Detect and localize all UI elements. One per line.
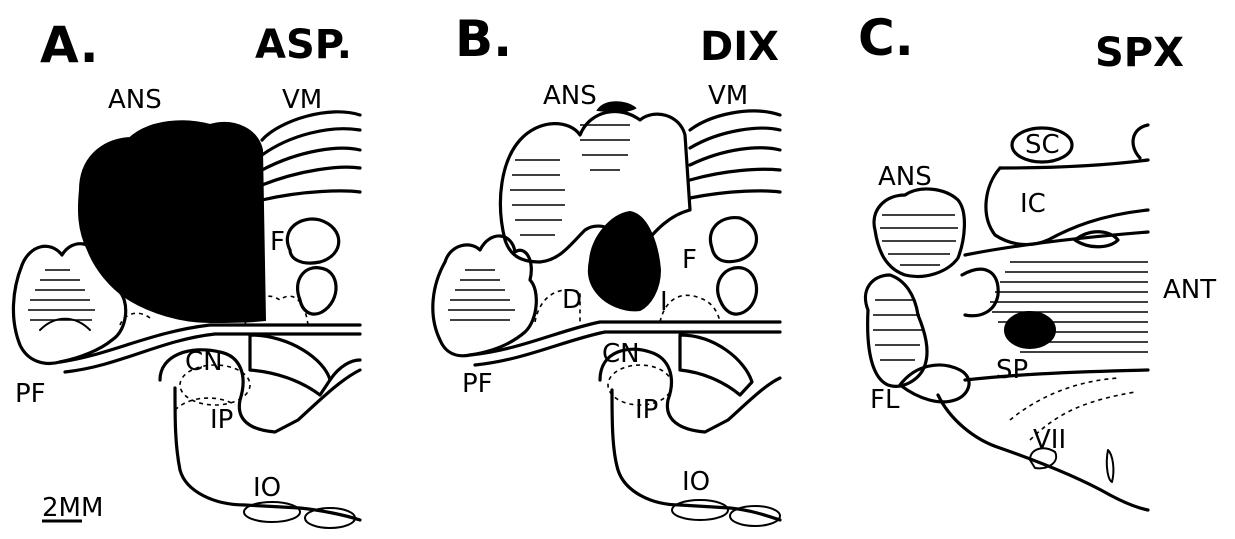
panel-b-label-ip: IP [635,395,658,425]
scale-bar: 2MM [42,493,103,523]
panel-a-lesion [79,121,265,322]
panel-c-fl-folia [865,275,969,402]
panel-b-letter: B. [455,10,512,68]
panel-c-label-fl: FL [870,385,900,415]
panel-a-letter: A. [40,16,99,74]
panel-a-title: ASP. [255,22,352,68]
panel-c-ant-band [962,232,1148,380]
panel-b-label-ans: ANS [543,81,597,111]
panel-c-lesion [1005,312,1055,348]
panel-c-title: SPX [1095,30,1184,76]
panel-b-label-d: D [562,285,582,315]
panel-c-label-ic: IC [1020,189,1046,219]
panel-b-label-vm: VM [708,81,748,111]
panel-a-vermis [250,112,360,395]
panel-b-io-left [672,500,728,520]
panel-b-label-f: F [682,245,697,275]
panel-a-label-pf: PF [15,379,46,409]
panel-c-label-sp: SP [996,355,1028,385]
panel-b-i-region [660,295,720,322]
panel-b-label-i: I [660,287,668,317]
panel-b-label-io: IO [682,467,710,497]
panel-c-ans-folia [874,189,964,277]
panel-a-label-io: IO [253,473,281,503]
panel-c-label-ans: ANS [878,162,932,192]
scale-bar-label: 2MM [42,493,103,523]
panel-b-label-pf: PF [462,369,493,399]
panel-a-label-ip: IP [210,405,233,435]
panel-a-label-cn: CN [185,347,223,377]
panel-b-label-cn: CN [602,339,640,369]
panel-a-label-f: F [270,227,285,257]
panel-b: B. DIX [433,10,780,526]
panel-b-paraflocculus [433,236,536,356]
panel-c-letter: C. [858,9,914,67]
panel-b-ans-cap [598,102,635,111]
panel-c-label-sc: SC [1025,130,1060,160]
panel-c-label-vii: VII [1033,425,1066,455]
panel-c-label-ant: ANT [1163,275,1216,305]
panel-a-label-ans: ANS [108,85,162,115]
panel-a: A. ASP. ANS VM [13,16,360,528]
panel-a-label-vm: VM [282,85,322,115]
panel-c: C. SPX [858,9,1216,510]
panel-b-title: DIX [700,24,779,70]
